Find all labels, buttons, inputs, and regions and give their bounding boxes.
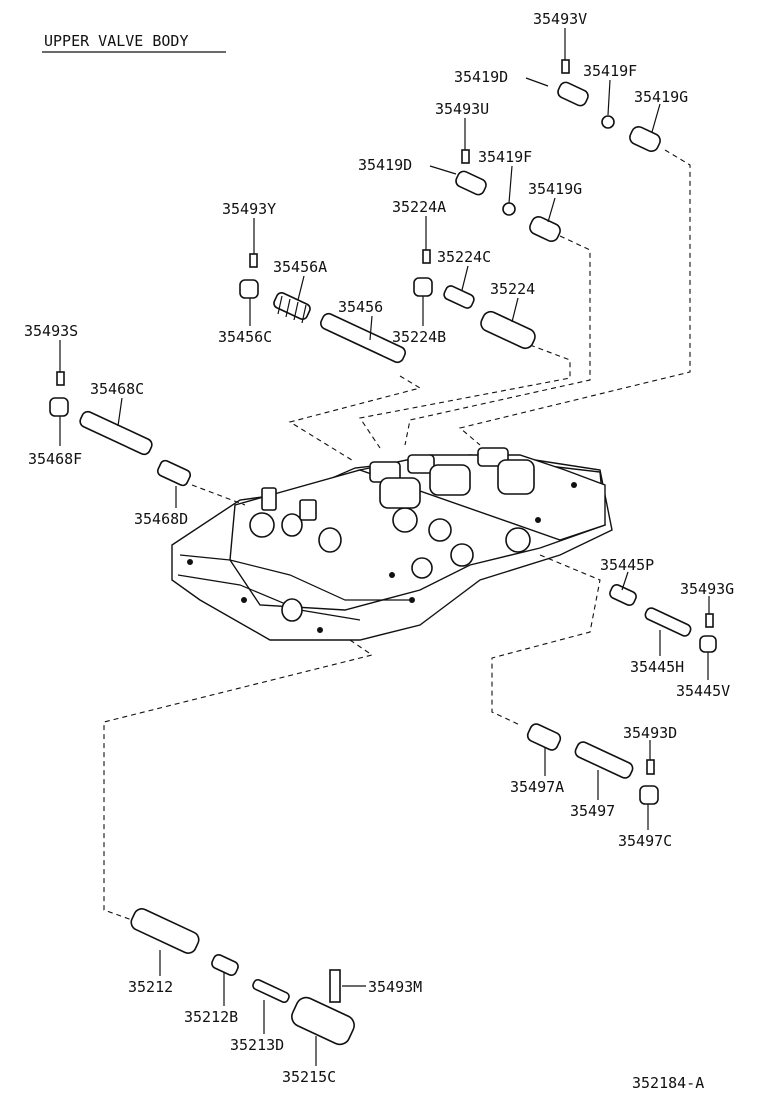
pin-35493M-glyph [329, 969, 341, 1003]
label-35468D: 35468D [134, 510, 188, 528]
spring-35212B-glyph [211, 954, 239, 976]
label-35419D-upper: 35419D [454, 68, 508, 86]
diagram-title: UPPER VALVE BODY [44, 32, 189, 50]
figure-code: 352184-A [632, 1074, 704, 1092]
label-35493D: 35493D [623, 724, 677, 742]
pin-35493V-glyph [561, 59, 570, 74]
pin-35493S-glyph [56, 371, 65, 386]
label-35419D-lower: 35419D [358, 156, 412, 174]
part-labels: 35493V 35419D 35419F 35419G 35493U 35419… [24, 10, 734, 1092]
label-35493U: 35493U [435, 100, 489, 118]
sleeve-35215C-glyph [291, 996, 355, 1046]
valve-35468C-glyph [79, 410, 153, 456]
ball-35419F-lower-glyph [502, 202, 516, 216]
label-35419F-upper: 35419F [583, 62, 637, 80]
pin-35224A-glyph [422, 249, 431, 264]
valve-35445H-glyph [644, 607, 692, 637]
label-35468C: 35468C [90, 380, 144, 398]
label-35224B: 35224B [392, 328, 446, 346]
assembly-guide-lines [103, 149, 691, 921]
label-35493S: 35493S [24, 322, 78, 340]
label-35224C: 35224C [437, 248, 491, 266]
label-35493V: 35493V [533, 10, 587, 28]
plug-35445V-glyph [699, 635, 717, 653]
spring-35456A-glyph [273, 291, 311, 324]
pin-35493G-glyph [705, 613, 714, 628]
label-35493G: 35493G [680, 580, 734, 598]
label-35456A: 35456A [273, 258, 327, 276]
valve-35456-glyph [320, 312, 406, 364]
spring-35224C-glyph [443, 285, 475, 309]
spring-35497A-glyph [526, 723, 562, 751]
pin-35493D-glyph [646, 759, 655, 775]
ball-35419F-upper-glyph [601, 115, 615, 129]
label-35445V: 35445V [676, 682, 730, 700]
valve-35419D-lower-glyph [455, 170, 487, 196]
plug-35497C-glyph [639, 785, 659, 805]
label-35497C: 35497C [618, 832, 672, 850]
plug-35224B-glyph [413, 277, 433, 297]
label-35213D: 35213D [230, 1036, 284, 1054]
label-35493Y: 35493Y [222, 200, 276, 218]
plug-35468F-glyph [49, 397, 69, 417]
label-35497A: 35497A [510, 778, 564, 796]
label-35493M: 35493M [368, 978, 422, 996]
label-35215C: 35215C [282, 1068, 336, 1086]
label-35212B: 35212B [184, 1008, 238, 1026]
label-35419G-upper: 35419G [634, 88, 688, 106]
label-35445H: 35445H [630, 658, 684, 676]
label-35419F-lower: 35419F [478, 148, 532, 166]
plug-35419G-lower-glyph [529, 216, 561, 242]
label-35456: 35456 [338, 298, 383, 316]
label-35445P: 35445P [600, 556, 654, 574]
valve-35212-glyph [130, 908, 200, 954]
plug-35419G-upper-glyph [629, 126, 661, 152]
label-35468F: 35468F [28, 450, 82, 468]
label-35224: 35224 [490, 280, 535, 298]
valve-35497-glyph [574, 741, 634, 779]
valve-35419D-upper-glyph [557, 81, 589, 107]
label-35419G-lower: 35419G [528, 180, 582, 198]
label-35456C: 35456C [218, 328, 272, 346]
plug-35456C-glyph [239, 279, 259, 299]
label-35497: 35497 [570, 802, 615, 820]
label-35212: 35212 [128, 978, 173, 996]
pin-35493Y-glyph [249, 253, 258, 268]
spring-35445P-glyph [609, 584, 637, 606]
upper-valve-body [171, 447, 613, 641]
valve-35213D-glyph [252, 978, 290, 1004]
spring-35468D-glyph [156, 459, 192, 487]
valve-35224-glyph [480, 310, 536, 350]
label-35224A: 35224A [392, 198, 446, 216]
leader-lines [59, 28, 710, 1066]
pin-35493U-glyph [461, 149, 470, 164]
